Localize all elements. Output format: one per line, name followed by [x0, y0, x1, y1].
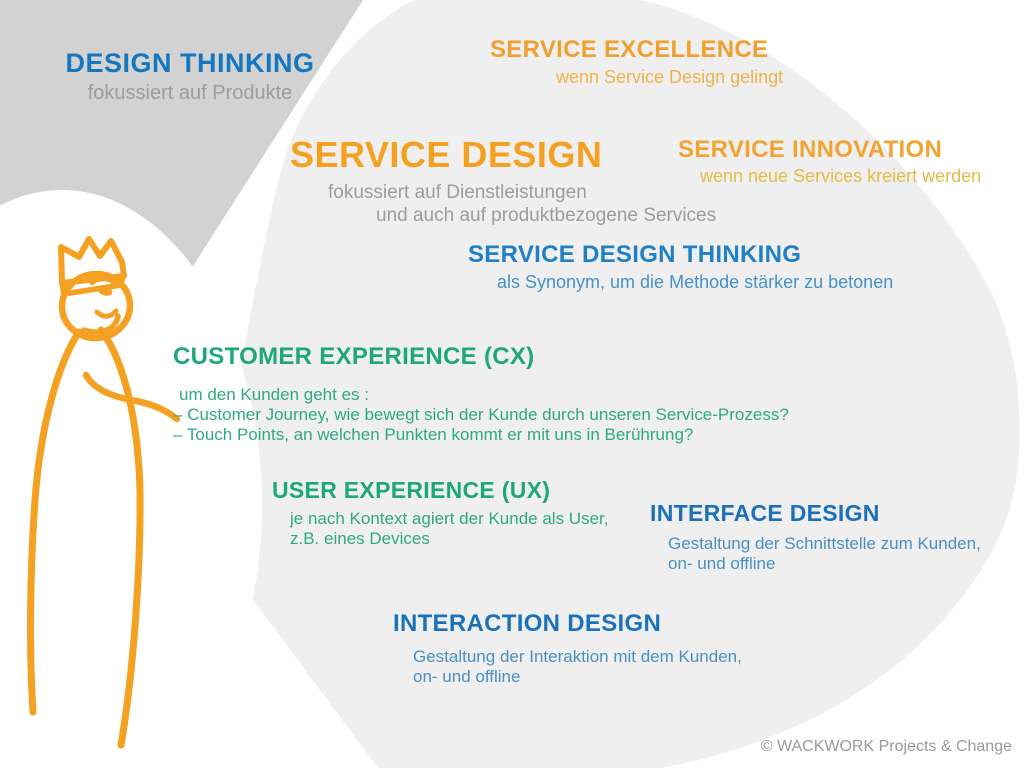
- smile: [94, 308, 119, 319]
- service-design-block: SERVICE DESIGN fokussiert auf Dienstleis…: [290, 134, 716, 227]
- head-outline: [58, 270, 134, 342]
- interface-design-line2: on- und offline: [668, 554, 776, 573]
- body-right-line: [97, 326, 144, 749]
- customer-experience-line3: – Touch Points, an welchen Punkten kommt…: [173, 425, 694, 444]
- user-experience-title: USER EXPERIENCE (UX): [272, 477, 551, 503]
- service-design-subtitle-line1: fokussiert auf Dienstleistungen: [328, 182, 587, 203]
- white-circle-shape: [0, 190, 262, 768]
- customer-experience-line1: um den Kunden geht es :: [179, 385, 369, 404]
- crown-icon: [58, 236, 127, 286]
- eyebrow: [89, 276, 118, 286]
- king-customer-sketch-icon: [27, 236, 181, 749]
- service-excellence-title: SERVICE EXCELLENCE: [490, 36, 769, 63]
- service-design-thinking-title: SERVICE DESIGN THINKING: [468, 241, 802, 268]
- interaction-design-line1: Gestaltung der Interaktion mit dem Kunde…: [413, 647, 742, 666]
- service-excellence-block: SERVICE EXCELLENCE wenn Service Design g…: [490, 36, 783, 88]
- user-experience-line2: z.B. eines Devices: [290, 529, 430, 548]
- customer-experience-line2: – Customer Journey, wie bewegt sich der …: [173, 405, 789, 424]
- chin-line: [81, 313, 121, 335]
- design-thinking-block: DESIGN THINKING fokussiert auf Produkte: [60, 48, 320, 105]
- service-excellence-subtitle: wenn Service Design gelingt: [556, 67, 784, 87]
- customer-experience-block: CUSTOMER EXPERIENCE (CX) um den Kunden g…: [173, 343, 789, 445]
- service-design-thinking-block: SERVICE DESIGN THINKING als Synonym, um …: [468, 241, 893, 293]
- user-experience-block: USER EXPERIENCE (UX) je nach Kontext agi…: [272, 477, 608, 549]
- interface-design-block: INTERFACE DESIGN Gestaltung der Schnitts…: [650, 500, 981, 574]
- user-experience-line1: je nach Kontext agiert der Kunde als Use…: [290, 509, 609, 528]
- body-left-line: [27, 328, 83, 716]
- design-thinking-subtitle: fokussiert auf Produkte: [87, 82, 293, 104]
- eye: [97, 286, 113, 296]
- gray-blob-shape: [205, 0, 1020, 768]
- copyright-notice: © WACKWORK Projects & Change: [760, 738, 1012, 755]
- interface-design-title: INTERFACE DESIGN: [650, 500, 880, 526]
- customer-experience-title: CUSTOMER EXPERIENCE (CX): [173, 343, 535, 370]
- service-innovation-title: SERVICE INNOVATION: [678, 136, 943, 163]
- arm-line: [82, 371, 181, 423]
- service-design-subtitle-line2: und auch auf produktbezogene Services: [376, 205, 717, 226]
- interaction-design-title: INTERACTION DESIGN: [393, 610, 662, 637]
- service-design-title: SERVICE DESIGN: [290, 134, 603, 175]
- service-design-thinking-subtitle: als Synonym, um die Methode stärker zu b…: [497, 272, 894, 292]
- service-innovation-subtitle: wenn neue Services kreiert werden: [700, 166, 982, 186]
- interaction-design-block: INTERACTION DESIGN Gestaltung der Intera…: [393, 610, 742, 687]
- design-thinking-title: DESIGN THINKING: [65, 48, 315, 78]
- service-innovation-block: SERVICE INNOVATION wenn neue Services kr…: [678, 136, 981, 187]
- interaction-design-line2: on- und offline: [413, 667, 521, 686]
- interface-design-line1: Gestaltung der Schnittstelle zum Kunden,: [668, 534, 981, 553]
